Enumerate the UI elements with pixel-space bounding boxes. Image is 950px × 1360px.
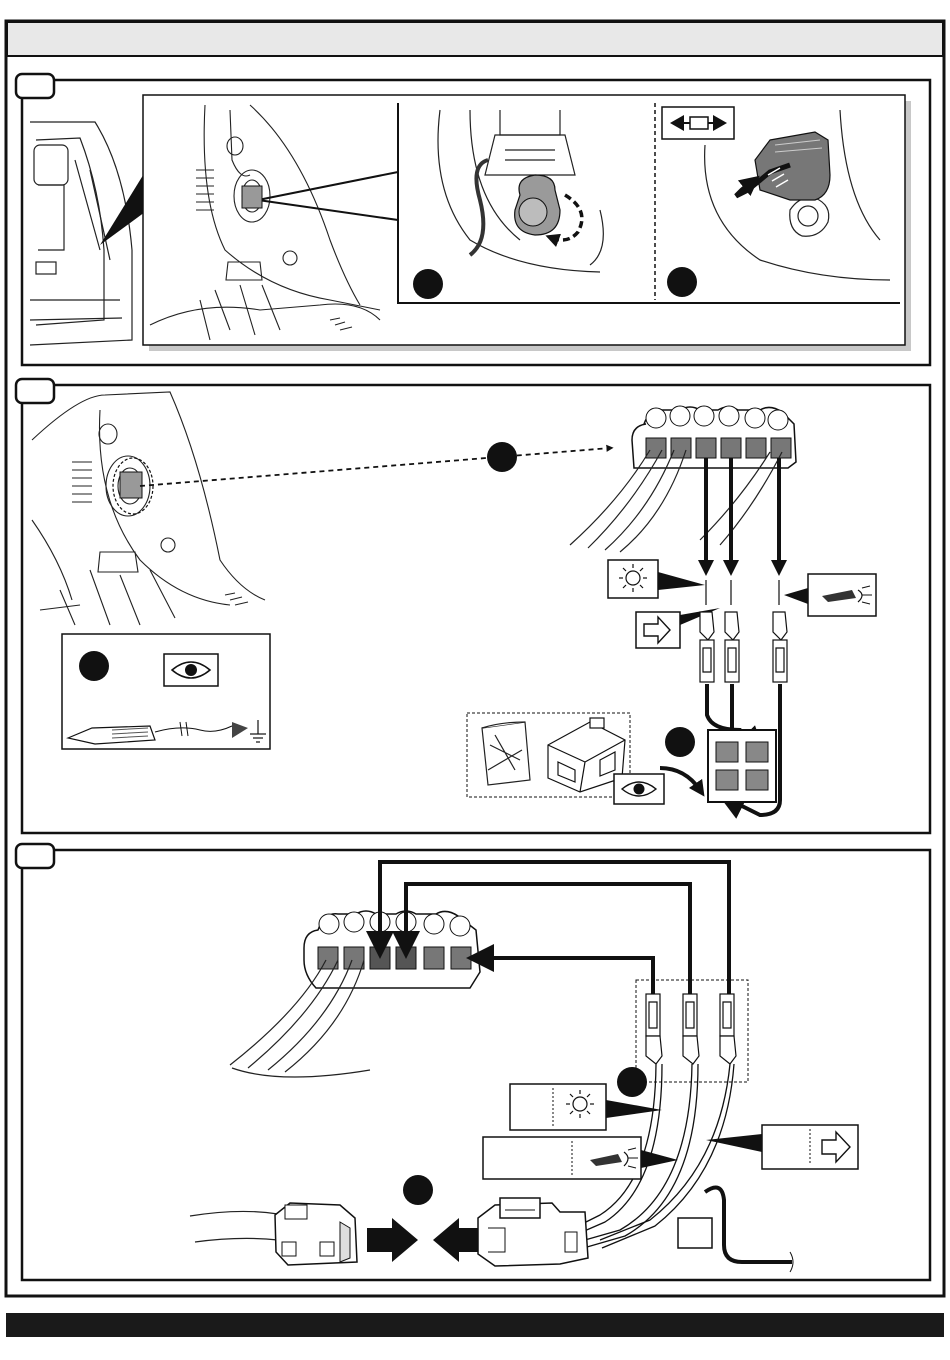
- step-badge-b: [667, 267, 697, 297]
- connector-pin: [396, 947, 416, 969]
- highlight-socket: [242, 186, 262, 208]
- step-badge-a: [413, 269, 443, 299]
- connector-pin: [451, 947, 471, 969]
- connector-pin: [344, 947, 364, 969]
- step-badge-d: [665, 727, 695, 757]
- step-badge-f: [403, 1175, 433, 1205]
- connector-pin: [646, 438, 666, 458]
- panel-step-3: [16, 844, 930, 1280]
- step-badge-e: [617, 1067, 647, 1097]
- connector-pin: [721, 438, 741, 458]
- highlight-socket: [120, 472, 142, 498]
- wire-terminals: [646, 994, 736, 1064]
- panel-step-2: [16, 379, 930, 833]
- connector-pin: [424, 947, 444, 969]
- sun-lamp-label: [510, 1084, 606, 1130]
- target-4-pin-housing: [708, 730, 776, 802]
- connector-pin: [696, 438, 716, 458]
- connector-pin: [370, 947, 390, 969]
- panel-step-1: [16, 74, 930, 365]
- six-pin-connector: [304, 911, 480, 988]
- ground-wire-box: [678, 1218, 712, 1248]
- parts-bag-icon: [482, 722, 530, 785]
- connector-pin: [746, 438, 766, 458]
- connector-pin: [671, 438, 691, 458]
- step-number-tab: [16, 74, 54, 98]
- step-badge-c: [487, 442, 517, 472]
- step-number-tab: [16, 844, 54, 868]
- header-bar: [7, 22, 943, 56]
- step-number-tab: [16, 379, 54, 403]
- step-badge-test: [79, 651, 109, 681]
